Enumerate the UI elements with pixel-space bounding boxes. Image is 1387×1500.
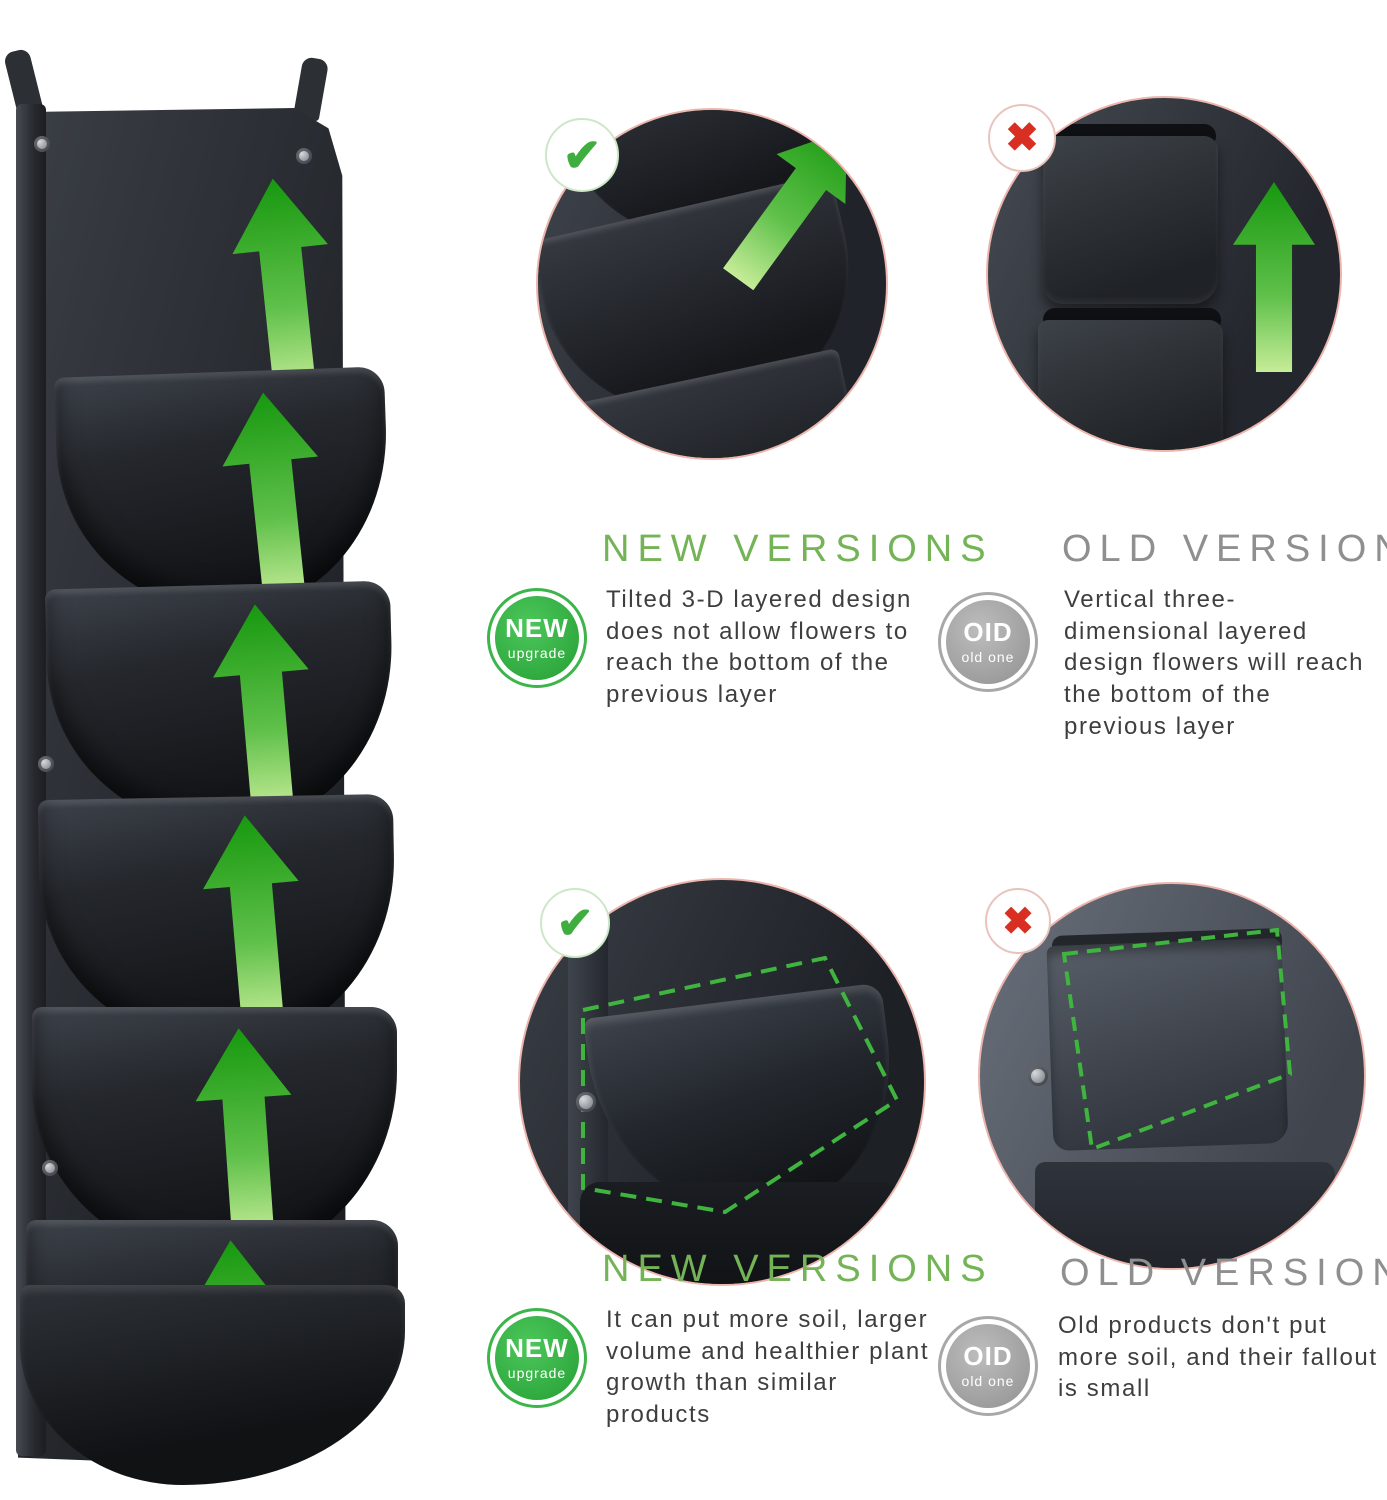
pocket-detail bbox=[1035, 1162, 1335, 1268]
pocket-detail bbox=[1038, 320, 1223, 450]
old-one-badge: OID old one bbox=[938, 1316, 1038, 1416]
badge-content: OID old one bbox=[946, 600, 1030, 684]
badge-title: NEW bbox=[505, 1333, 569, 1363]
badge-content: OID old one bbox=[946, 1324, 1030, 1408]
new-version-description-top: Tilted 3-D layered design does not allow… bbox=[606, 586, 912, 709]
check-icon: ✔ bbox=[545, 118, 619, 192]
badge-title: OID bbox=[963, 617, 1013, 647]
badge-title: OID bbox=[963, 1341, 1013, 1371]
badge-content: NEW upgrade bbox=[495, 1316, 579, 1400]
badge-subtitle: old one bbox=[961, 649, 1015, 665]
badge-subtitle: upgrade bbox=[507, 645, 567, 661]
cross-icon: ✖ bbox=[988, 104, 1056, 172]
grommet bbox=[576, 1092, 596, 1112]
old-version-heading-bottom: OLD VERSION bbox=[1060, 1252, 1387, 1294]
new-upgrade-badge: NEW upgrade bbox=[487, 1308, 587, 1408]
old-version-heading-top: OLD VERSION bbox=[1062, 528, 1387, 570]
pocket-detail bbox=[1046, 937, 1289, 1152]
grommet bbox=[1028, 1066, 1048, 1086]
new-version-description-bottom: It can put more soil, larger volume and … bbox=[606, 1306, 930, 1429]
old-version-photo-top bbox=[986, 96, 1342, 452]
badge-subtitle: old one bbox=[961, 1373, 1015, 1389]
new-versions-heading-top: NEW VERSIONS bbox=[602, 528, 994, 570]
badge-title: NEW bbox=[505, 613, 569, 643]
cross-icon: ✖ bbox=[985, 888, 1051, 954]
pocket-detail bbox=[1043, 136, 1218, 304]
old-version-description-top: Vertical three-dimensional layered desig… bbox=[1064, 586, 1365, 740]
grommet bbox=[38, 756, 54, 772]
grommet bbox=[34, 136, 50, 152]
grommet bbox=[42, 1160, 58, 1176]
badge-subtitle: upgrade bbox=[507, 1365, 567, 1381]
grommet bbox=[296, 148, 312, 164]
growth-arrow-icon bbox=[1233, 182, 1315, 372]
old-version-description-bottom: Old products don't put more soil, and th… bbox=[1058, 1312, 1378, 1403]
new-versions-heading-bottom: NEW VERSIONS bbox=[602, 1248, 994, 1290]
badge-content: NEW upgrade bbox=[495, 596, 579, 680]
check-icon: ✔ bbox=[540, 888, 610, 958]
old-one-badge: OID old one bbox=[938, 592, 1038, 692]
old-version-photo-bottom bbox=[978, 882, 1366, 1270]
planter-image bbox=[0, 0, 450, 1500]
new-upgrade-badge: NEW upgrade bbox=[487, 588, 587, 688]
